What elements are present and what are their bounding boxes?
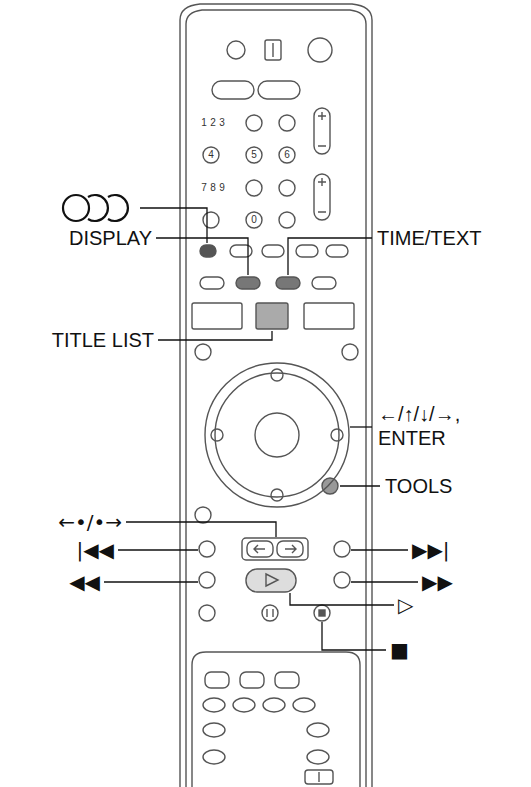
button-label: TITLE LIST — [52, 328, 154, 352]
button-label: ▶▶| — [412, 538, 450, 562]
button-digit: 5 — [251, 149, 257, 161]
button-digit: 0 — [251, 214, 257, 226]
leader-lines — [104, 208, 418, 650]
button-digit: 1 — [201, 117, 207, 129]
audio-symbol — [63, 195, 128, 221]
button-label: TOOLS — [385, 474, 452, 498]
button-label: ◀◀ — [69, 570, 100, 594]
button-digit: 3 — [219, 117, 225, 129]
button-digit: 2 — [210, 117, 216, 129]
button-label: ←/↑/↓/→, ENTER — [378, 402, 488, 450]
button-label: ←•/•→ — [58, 510, 122, 534]
button-label: |◀◀ — [77, 538, 115, 562]
button-label: ▶▶ — [422, 570, 453, 594]
button-digit: 4 — [208, 149, 214, 161]
button-label: ▷ — [398, 593, 413, 617]
button-digit: 8 — [210, 182, 216, 194]
button-label: ■ — [390, 638, 409, 662]
button-digit: 6 — [284, 149, 290, 161]
button-label: DISPLAY — [69, 226, 152, 250]
button-digit: 7 — [201, 182, 207, 194]
button-digit: 9 — [219, 182, 225, 194]
button-label: TIME/TEXT — [377, 226, 481, 250]
